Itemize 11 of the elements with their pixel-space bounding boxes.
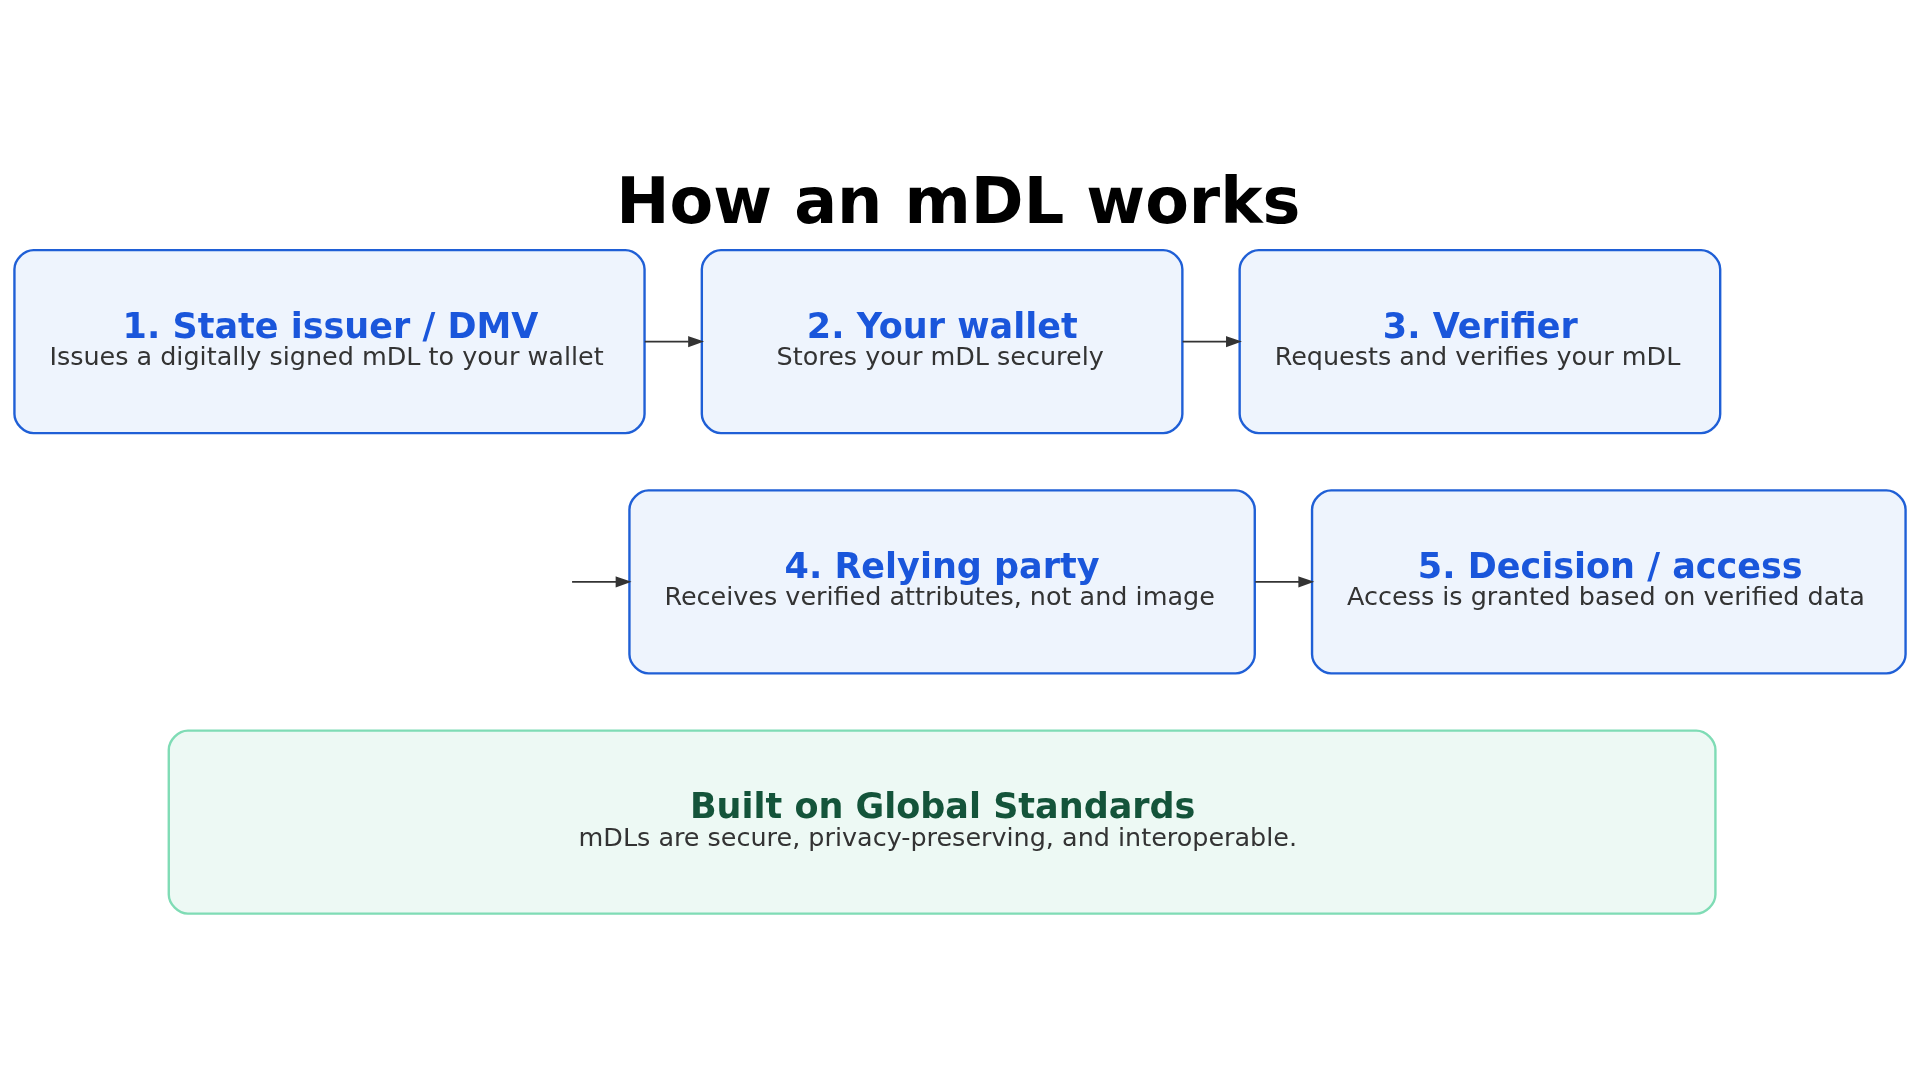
node-box: 2. Your wallet Stores your mDL securely (700, 248, 1184, 434)
diagram-title: How an mDL works (616, 163, 1301, 238)
arrow (1254, 575, 1315, 587)
node-box: 1. State issuer / DMV Issues a digitally signed mDL to your wallet (13, 248, 646, 434)
node-box: 3. Verifier Requests and verifies your mDL (1238, 248, 1722, 434)
arrow (571, 575, 632, 587)
arrow (643, 335, 705, 347)
node-box: 4. Relying party Receives verified attributes, not and image (628, 488, 1256, 675)
node-box: Built on Global Standards mDLs are secure, privacy-preserving, and interoperable. (167, 728, 1717, 915)
node-box: 5. Decision / access Access is granted based on verified data (1310, 488, 1907, 675)
arrow (1181, 335, 1242, 347)
